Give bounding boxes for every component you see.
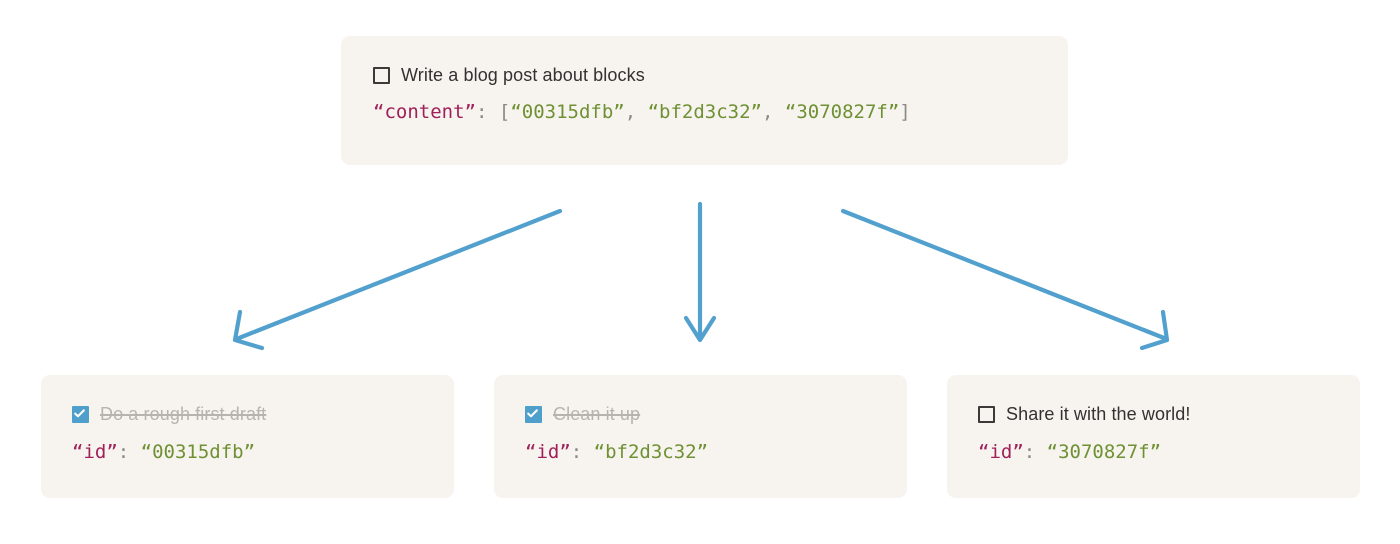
checkbox-unchecked-icon[interactable] xyxy=(978,405,995,423)
child-todo-row-1[interactable]: Do a rough first draft xyxy=(72,401,454,427)
json-separator-0: , xyxy=(624,101,648,123)
root-json-line: “content”: [“00315dfb”, “bf2d3c32”, “307… xyxy=(373,99,1068,125)
child-json-line-2: “id”: “bf2d3c32” xyxy=(525,439,907,465)
json-key: “id” xyxy=(978,441,1024,463)
child-block-card-3[interactable]: Share it with the world! “id”: “3070827f… xyxy=(947,375,1360,498)
json-colon: : xyxy=(1023,441,1036,463)
arrow-to-second-child-icon xyxy=(683,201,717,343)
child-block-card-1[interactable]: Do a rough first draft “id”: “00315dfb” xyxy=(41,375,454,498)
json-value-2: “3070827f” xyxy=(784,101,900,123)
checkbox-checked-icon[interactable] xyxy=(525,405,542,423)
json-key: “content” xyxy=(373,101,476,123)
child-todo-row-3[interactable]: Share it with the world! xyxy=(978,401,1360,427)
child-block-card-2[interactable]: Clean it up “id”: “bf2d3c32” xyxy=(494,375,907,498)
json-colon: : xyxy=(117,441,130,463)
json-colon: : xyxy=(475,101,488,123)
checkbox-checked-icon[interactable] xyxy=(72,405,89,423)
json-key: “id” xyxy=(525,441,571,463)
child-json-line-1: “id”: “00315dfb” xyxy=(72,439,454,465)
json-key: “id” xyxy=(72,441,118,463)
json-separator-1: , xyxy=(761,101,785,123)
json-close-bracket: ] xyxy=(899,101,911,123)
json-open-bracket: [ xyxy=(498,101,511,123)
child-todo-label-3: Share it with the world! xyxy=(1006,404,1191,424)
child-todo-label-2: Clean it up xyxy=(553,404,641,424)
child-todo-label-1: Do a rough first draft xyxy=(100,404,267,424)
arrow-to-first-child-icon xyxy=(232,208,563,351)
root-todo-label: Write a blog post about blocks xyxy=(401,65,645,85)
arrow-to-third-child-icon xyxy=(840,208,1170,351)
json-value-1: “bf2d3c32” xyxy=(647,101,762,123)
json-colon: : xyxy=(570,441,583,463)
root-block-card[interactable]: Write a blog post about blocks “content”… xyxy=(341,36,1068,165)
json-value-0: “00315dfb” xyxy=(510,101,625,123)
child-json-line-3: “id”: “3070827f” xyxy=(978,439,1360,465)
json-value: “bf2d3c32” xyxy=(593,441,709,463)
root-todo-row[interactable]: Write a blog post about blocks xyxy=(373,62,1068,88)
checkbox-unchecked-icon[interactable] xyxy=(373,66,390,84)
child-todo-row-2[interactable]: Clean it up xyxy=(525,401,907,427)
json-value: “00315dfb” xyxy=(140,441,256,463)
json-value: “3070827f” xyxy=(1046,441,1162,463)
